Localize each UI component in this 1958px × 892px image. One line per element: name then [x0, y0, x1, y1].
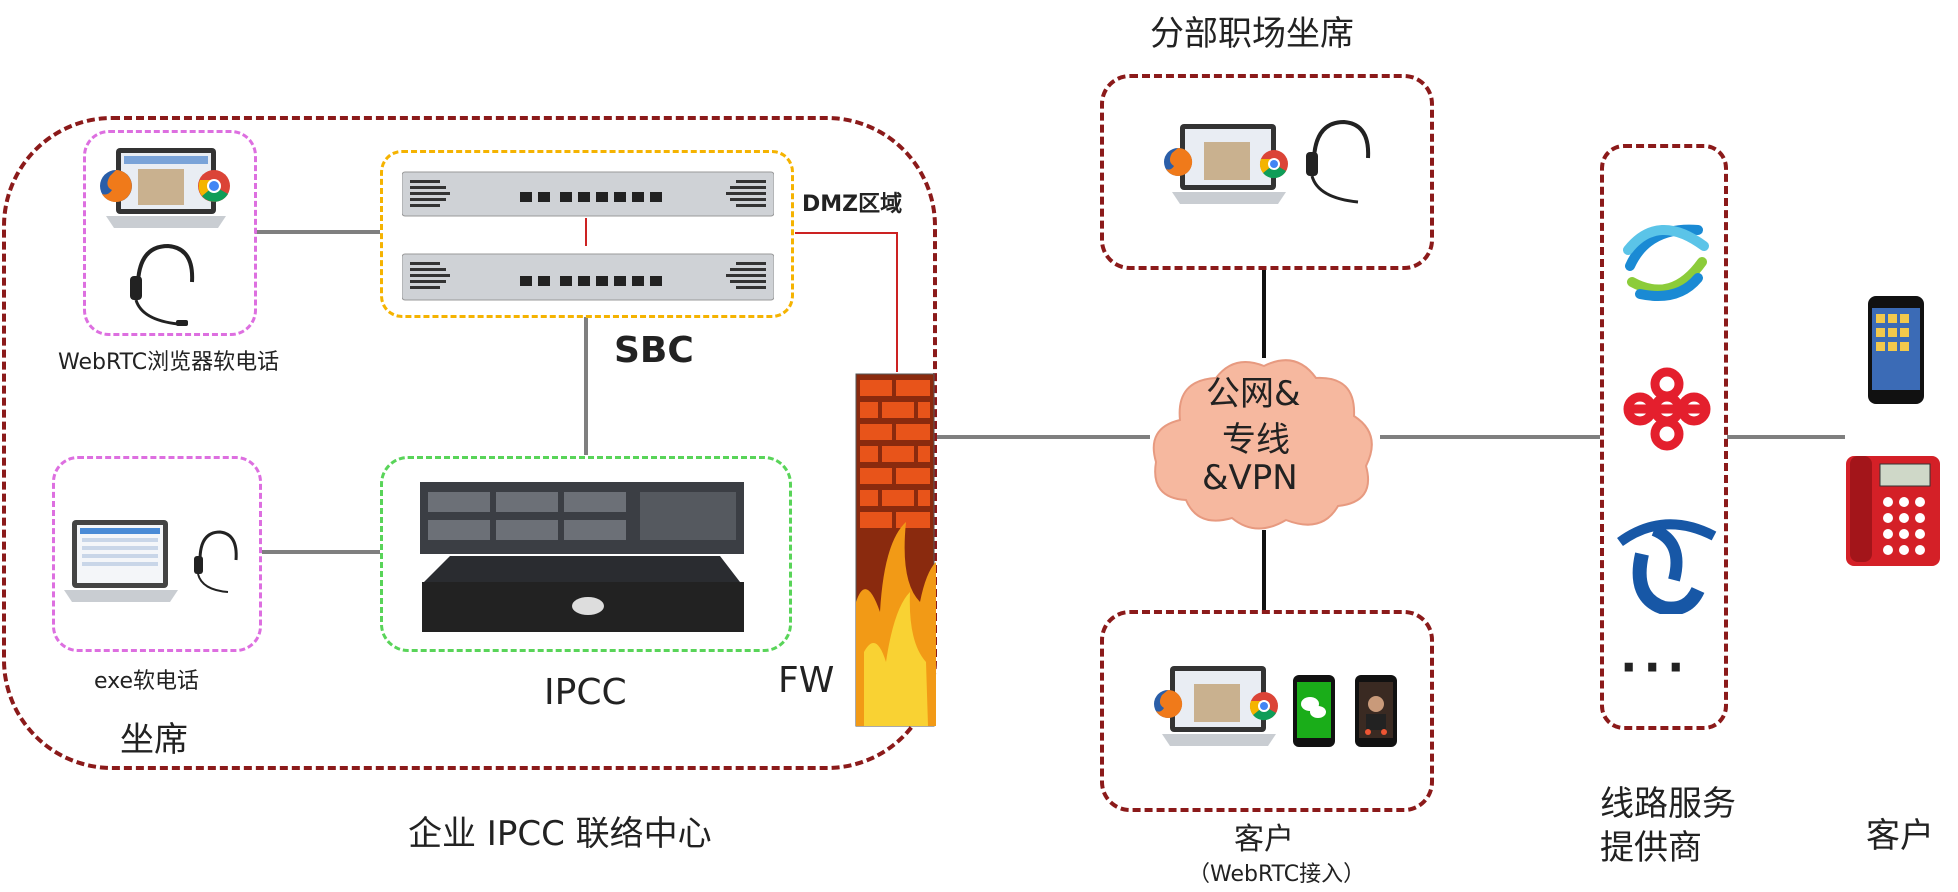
webrtc-softphone-group [83, 130, 257, 336]
dmz-label: DMZ区域 [802, 192, 903, 217]
ipcc-group [380, 456, 792, 652]
laptop-icon [1162, 666, 1276, 746]
firewall-icon [855, 373, 936, 727]
headset-icon [1306, 119, 1371, 204]
laptop-icon [106, 148, 226, 228]
server-icon [420, 482, 744, 632]
enterprise-label: 企业 IPCC 联络中心 [408, 814, 712, 854]
firefox-icon [100, 170, 132, 202]
firefox-icon [1164, 147, 1193, 176]
cloud-line-3: &VPN [1202, 458, 1298, 498]
china-mobile-logo [1623, 224, 1709, 301]
agents-label: 坐席 [120, 720, 188, 760]
carrier-more: ··· [1620, 640, 1691, 694]
china-unicom-logo [1623, 367, 1711, 451]
chrome-icon [1249, 692, 1278, 721]
cloud-icon [1152, 359, 1373, 530]
wechat-icon [1293, 675, 1335, 747]
branch-office-group [1100, 74, 1434, 270]
customer-webrtc-group [1100, 610, 1434, 812]
carrier-group [1600, 144, 1728, 730]
china-telecom-logo [1617, 519, 1717, 614]
sbc-group [380, 150, 794, 318]
carrier-label-line1: 线路服务 [1600, 784, 1736, 824]
laptop-icon [1172, 124, 1286, 204]
headset-icon [130, 243, 195, 326]
smartphone-icon [1868, 296, 1924, 404]
customer-label: 客户 [1866, 816, 1934, 856]
link-dmz [795, 232, 898, 372]
laptop-icon [64, 520, 178, 602]
customer-webrtc-label: 客户 [1234, 822, 1294, 857]
enterprise-boundary [2, 116, 937, 770]
exe-softphone-group [52, 456, 262, 652]
headset-icon [194, 530, 238, 593]
carrier-label-line2: 提供商 [1600, 828, 1702, 868]
branch-title: 分部职场坐席 [1150, 14, 1354, 54]
sbc-appliance-icon [402, 253, 774, 301]
webrtc-access-label: （WebRTC接入） [1188, 862, 1366, 887]
chrome-icon [1259, 150, 1288, 179]
webrtc-softphone-label: WebRTC浏览器软电话 [58, 350, 280, 375]
ipcc-label: IPCC [544, 672, 627, 713]
sbc-label: SBC [614, 330, 694, 371]
cloud-line-2: 专线 [1222, 420, 1290, 460]
chrome-icon [198, 170, 230, 202]
desk-phone-icon [1846, 456, 1940, 566]
smartphone-icon [1355, 675, 1397, 747]
fw-label: FW [778, 660, 835, 701]
sbc-appliance-icon [402, 171, 774, 217]
exe-softphone-label: exe软电话 [94, 669, 200, 694]
firefox-icon [1154, 689, 1183, 718]
cloud-line-1: 公网& [1206, 374, 1301, 414]
